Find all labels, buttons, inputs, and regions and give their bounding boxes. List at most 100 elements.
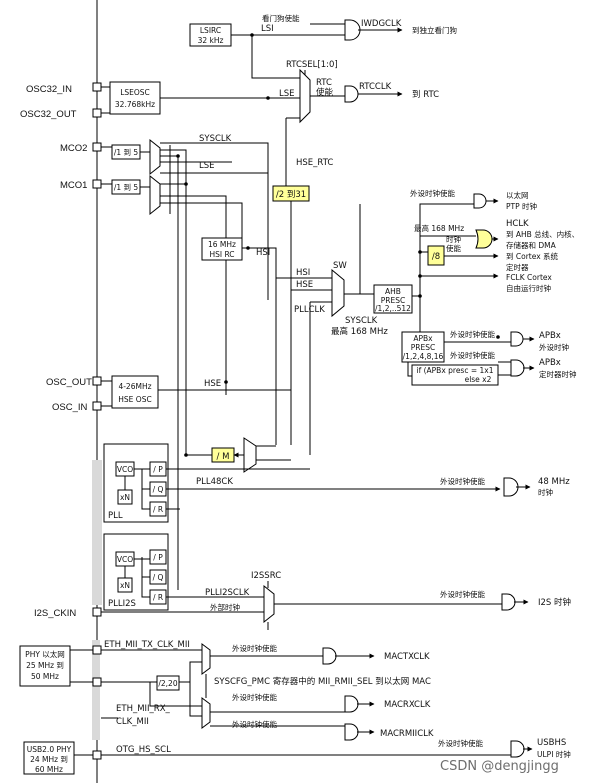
sysclk-mco-label: SYSCLK — [199, 134, 232, 144]
pll48ck-label: PLL48CK — [196, 477, 233, 487]
mco2-pad — [92, 142, 102, 152]
usbhs-gate — [510, 740, 525, 758]
hsi-sw-label: HSI — [296, 268, 310, 278]
mactxclk-label: MACTXCLK — [384, 652, 430, 662]
hseosc-box: 4-26MHz HSE OSC — [111, 375, 159, 409]
lse-mco-label: LSE — [199, 161, 215, 171]
sw-mux — [331, 268, 345, 318]
mco2-prescaler-label: /1 到 5 — [114, 148, 139, 157]
ahb-presc-label: PRESC — [381, 296, 405, 305]
hse-sw-label: HSE — [296, 280, 313, 290]
apb-timer-multiplier: if (APBx presc = 1x1 else x2 — [411, 364, 499, 386]
mactx-enable-label: 外设时钟使能 — [232, 643, 277, 653]
hse-label: HSE — [204, 379, 221, 389]
div220-label: /2,20 — [158, 679, 177, 688]
pll-r-label: / R — [153, 505, 163, 514]
syscfg-label: SYSCFG_PMC 寄存器中的 MII_RMII_SEL 到以太网 MAC — [214, 676, 431, 687]
hse-to-mco1 — [160, 195, 227, 395]
i2s-mux — [263, 584, 275, 624]
usbhs-out-label-2: ULPI 时钟 — [537, 749, 571, 759]
pllm-box: / M — [211, 447, 235, 463]
otg-label: OTG_HS_SCL — [116, 745, 171, 755]
ahb-prescaler: AHB PRESC /1,2,..512 — [373, 284, 413, 314]
pll-vco-label: VCO — [117, 465, 133, 474]
macrx-enable-label: 外设时钟使能 — [232, 692, 277, 702]
apb-range-label: /1,2,4,8,16 — [403, 352, 444, 361]
phy-usb-freq-2: 60 MHz — [35, 765, 63, 774]
div220-lines — [150, 661, 202, 717]
cortex-timer-label: 到 Cortex 系统 — [506, 251, 559, 261]
mco2-pin: MCO2 — [60, 143, 87, 154]
usb48-gate — [503, 477, 519, 497]
lsi-label: LSI — [261, 24, 274, 34]
rtcclk-label: RTCCLK — [359, 82, 392, 92]
apb-label: APBx — [413, 334, 433, 343]
mco2-mux — [149, 138, 161, 176]
eth-rx-label-2: CLK_MII — [116, 717, 149, 727]
rtc-enable-label-2: 使能 — [316, 87, 334, 98]
apb-timer-enable-label: 外设时钟使能 — [450, 350, 495, 360]
usbhs-enable-label: 外设时钟使能 — [438, 738, 483, 748]
plli2s-internal — [124, 557, 150, 598]
i2ssrc-label: I2SSRC — [251, 571, 281, 581]
i2s-enable-label: 外设时钟使能 — [440, 589, 485, 599]
pll-src-mux — [243, 437, 257, 473]
plli2s-r-label: / R — [153, 593, 163, 602]
ext-clk-label: 外部时钟 — [210, 602, 240, 612]
apb-presc-label: PRESC — [411, 343, 435, 352]
usbhs-out-label: USBHS — [537, 738, 566, 748]
pll-xn-label: xN — [120, 493, 130, 502]
pll-to-mco2 — [160, 149, 187, 455]
apb-timer-out-label: APBx — [539, 358, 561, 368]
rtc-prescaler-label: /2 到31 — [276, 190, 306, 200]
phy-eth-freq-2: 50 MHz — [31, 672, 59, 681]
rtc-enable-label: RTC — [316, 78, 332, 88]
mactx-mux — [201, 643, 211, 675]
plli2s-vco-label: VCO — [117, 555, 133, 564]
mco1-pin: MCO1 — [60, 180, 87, 191]
i2s-ckin-pad — [92, 607, 102, 617]
macrmii-enable-label: 外设时钟使能 — [232, 719, 277, 729]
iwdgclk-label: IWDGCLK — [361, 19, 402, 29]
usb48-enable-label: 外设时钟使能 — [440, 476, 485, 486]
plli2s-to-mco2 — [160, 155, 179, 590]
ptp-out-label: 以太网 — [506, 190, 529, 200]
apb-gate — [510, 331, 524, 347]
phy-eth-label: PHY 以太网 — [25, 649, 65, 659]
eth-rx-label: ETH_MII_RX_ — [116, 704, 171, 714]
phy-eth-freq: 25 MHz 到 — [26, 661, 64, 670]
shading-eth — [92, 640, 100, 740]
lsi-to-rtcmux-line — [251, 35, 300, 79]
plli2s-p — [149, 549, 167, 565]
phy-eth-lines — [70, 649, 93, 683]
hsi-to-mco1 — [160, 202, 243, 250]
hclk-desc: 到 AHB 总线、内核、 — [506, 229, 579, 239]
hsirc-freq: 16 MHz — [208, 240, 236, 249]
div8-label: /8 — [432, 252, 440, 262]
lseosc-label: LSEOSC — [120, 88, 150, 97]
sysclk-max-label: 最高 168 MHz — [331, 326, 388, 337]
rtcsel-mux — [299, 68, 311, 124]
osc32-out-pin: OSC32_OUT — [20, 109, 77, 120]
plli2s-xn-label: xN — [120, 581, 130, 590]
plli2s-group — [103, 533, 169, 611]
apb-out-label-2: 外设时钟 — [539, 342, 569, 352]
hsirc-box: 16 MHz HSI RC — [201, 237, 243, 261]
hclk-enable-label: 时钟 — [446, 234, 461, 244]
fclk-label: FCLK Cortex — [506, 273, 552, 282]
macrx-gate — [344, 695, 359, 713]
lse-rtc-label: LSE — [279, 89, 295, 99]
fclk-label-2: 自由运行时钟 — [506, 283, 551, 293]
pll-internal — [124, 468, 150, 510]
ptp-gate — [473, 193, 487, 209]
pll-p-label: / P — [153, 465, 163, 474]
mco1-prescaler-label: /1 到 5 — [114, 183, 139, 192]
osc32-out-pad — [92, 108, 102, 118]
sw-label: SW — [333, 261, 347, 271]
ahb-out-ptp — [412, 203, 474, 297]
pll-label: PLL — [108, 511, 123, 521]
apb-timer-rule-2: else x2 — [465, 375, 492, 384]
watermark: CSDN @dengjingg — [440, 759, 559, 774]
phy-eth-box: PHY 以太网 25 MHz 到 50 MHz — [19, 645, 71, 687]
